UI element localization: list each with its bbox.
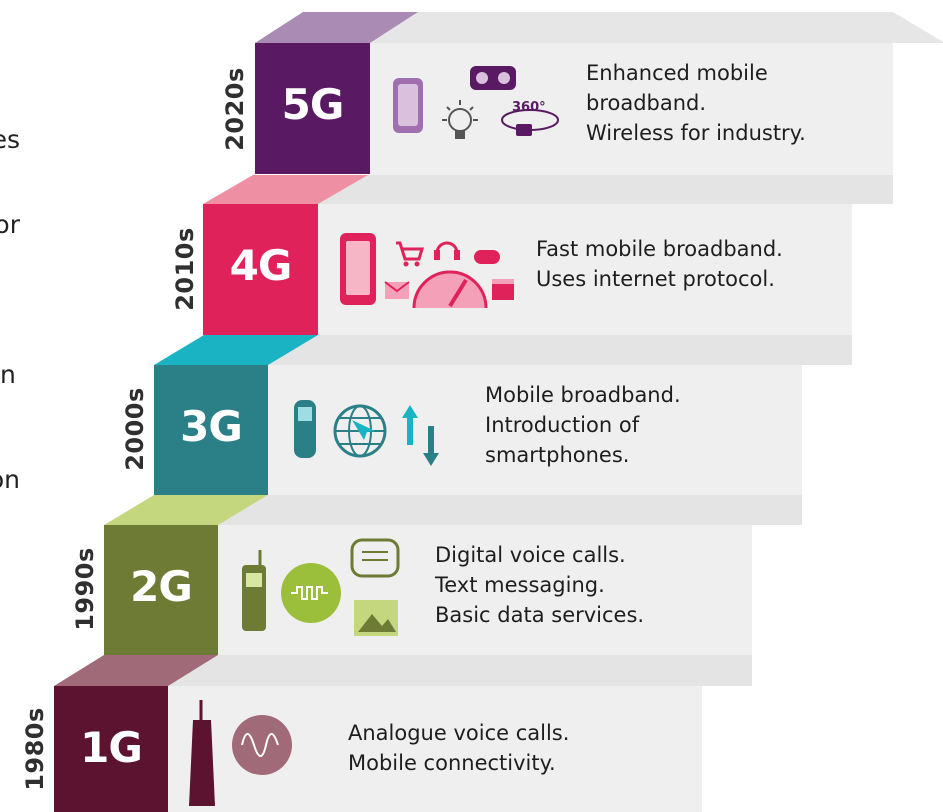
vr-headset-icon bbox=[470, 66, 516, 90]
360-video-icon bbox=[501, 109, 559, 136]
globe-cursor-icon bbox=[333, 404, 387, 458]
desc-4g-line-1: Fast mobile broadband. bbox=[536, 237, 783, 261]
gen-label-5g: 5G bbox=[281, 80, 345, 129]
step-2g-block-top bbox=[104, 495, 268, 525]
desc-4g-line-2: Uses internet protocol. bbox=[536, 267, 775, 291]
step-4g-block bbox=[203, 204, 318, 335]
step-2g-top-surface bbox=[218, 495, 802, 525]
desc-3g-line-3: smartphones. bbox=[485, 443, 630, 467]
phone-question-icon bbox=[393, 78, 423, 133]
desc-1g-line-1: Analogue voice calls. bbox=[348, 721, 570, 745]
lightbulb-icon bbox=[442, 100, 478, 139]
gen-label-4g: 4G bbox=[229, 241, 293, 290]
decade-label-1980s: 1980s bbox=[21, 707, 49, 791]
desc-5g-line-2: broadband. bbox=[586, 91, 707, 115]
step-4g-block-top bbox=[203, 175, 368, 204]
desc-1g: Analogue voice calls. Mobile connectivit… bbox=[348, 718, 569, 778]
analogue-phone-icon bbox=[189, 700, 215, 806]
edge-text-1: es bbox=[0, 125, 20, 154]
desc-3g: Mobile broadband. Introduction of smartp… bbox=[485, 380, 681, 470]
step-1g-face bbox=[168, 686, 702, 812]
desc-2g-line-2: Text messaging. bbox=[435, 573, 605, 597]
step-5g-block bbox=[255, 43, 370, 174]
desc-4g: Fast mobile broadband. Uses internet pro… bbox=[536, 234, 783, 294]
step-3g-face bbox=[268, 365, 802, 495]
desc-2g-line-1: Digital voice calls. bbox=[435, 543, 626, 567]
mail-icon bbox=[384, 281, 410, 299]
step-3g-top-surface bbox=[268, 335, 852, 365]
smartphone-icon bbox=[340, 233, 376, 305]
headphones-icon bbox=[434, 241, 460, 260]
decade-label-1990s: 1990s bbox=[71, 547, 99, 631]
gamepad-icon bbox=[474, 250, 500, 264]
step-3g-block bbox=[154, 365, 268, 495]
speedometer-icon bbox=[412, 270, 488, 309]
clapperboard-icon bbox=[492, 279, 514, 300]
step-1g bbox=[54, 655, 752, 812]
desc-3g-line-2: Introduction of bbox=[485, 413, 640, 437]
step-1g-block bbox=[54, 686, 168, 812]
edge-text-4: on bbox=[0, 465, 20, 494]
gen-label-1g: 1G bbox=[80, 723, 143, 772]
image-icon bbox=[354, 600, 398, 636]
desc-5g: Enhanced mobile broadband. Wireless for … bbox=[586, 58, 806, 148]
edge-text-2: or bbox=[0, 210, 20, 239]
gen-label-3g: 3G bbox=[180, 402, 243, 451]
desc-3g-line-1: Mobile broadband. bbox=[485, 383, 681, 407]
step-1g-top-surface bbox=[168, 655, 752, 686]
cart-icon bbox=[396, 241, 425, 267]
desc-5g-line-3: Wireless for industry. bbox=[586, 121, 806, 145]
step-1g-block-top bbox=[54, 655, 218, 686]
360-video-label: 360° bbox=[512, 100, 546, 115]
phone-wave-icon bbox=[281, 563, 341, 623]
desc-2g-line-3: Basic data services. bbox=[435, 603, 645, 627]
decade-label-2000s: 2000s bbox=[121, 387, 149, 471]
step-3g bbox=[154, 335, 852, 495]
decade-label-2020s: 2020s bbox=[221, 67, 249, 151]
desc-1g-line-2: Mobile connectivity. bbox=[348, 751, 556, 775]
step-4g-top-surface bbox=[318, 175, 893, 204]
step-2g-block bbox=[104, 525, 218, 655]
analogue-wave-icon bbox=[232, 715, 292, 775]
step-3g-block-top bbox=[154, 335, 318, 365]
decade-label-2010s: 2010s bbox=[171, 227, 199, 311]
desc-2g: Digital voice calls. Text messaging. Bas… bbox=[435, 540, 644, 630]
desc-5g-line-1: Enhanced mobile bbox=[586, 61, 768, 85]
mobile-phone-icon bbox=[294, 400, 316, 458]
up-down-arrows-icon bbox=[402, 405, 439, 466]
gen-label-2g: 2G bbox=[130, 562, 193, 611]
chat-bubble-icon bbox=[350, 538, 400, 578]
brick-phone-icon bbox=[242, 550, 266, 631]
step-5g-block-top bbox=[255, 12, 418, 43]
edge-text-3: n bbox=[0, 360, 16, 389]
step-5g-top-surface bbox=[370, 12, 943, 43]
